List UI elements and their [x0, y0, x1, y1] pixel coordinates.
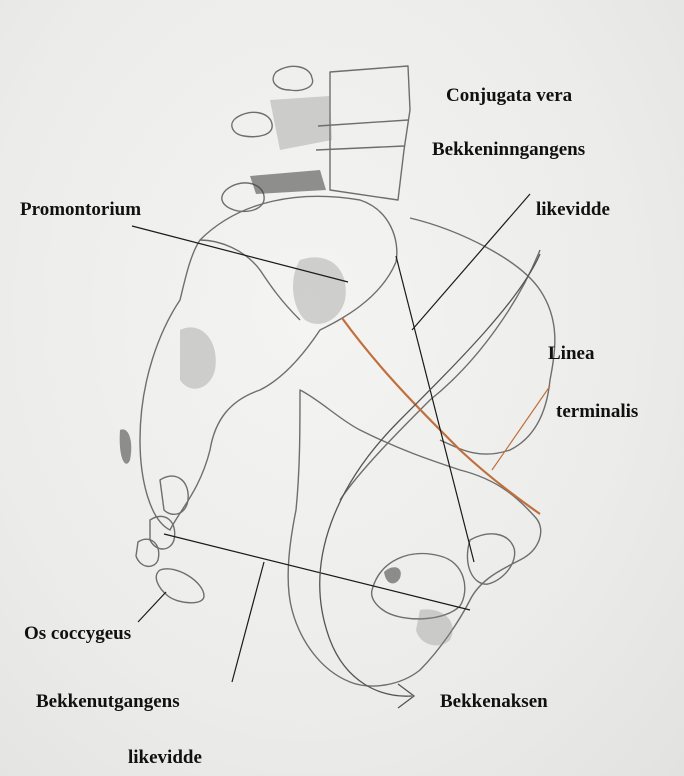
label-os-coccygeus: Os coccygeus — [24, 624, 131, 643]
os-coccygeus-leader — [138, 592, 166, 622]
label-bekkenaksen: Bekkenaksen — [440, 692, 548, 711]
conjugata-vera-line — [396, 256, 474, 562]
bekkenutgangens-leader — [232, 562, 264, 682]
label-bekkeninngangens: Bekkeninngangens — [432, 140, 585, 159]
bekkeninngangens-leader — [412, 194, 530, 330]
coccyx — [136, 476, 204, 603]
label-bekkenutgangens: Bekkenutgangens — [36, 692, 180, 711]
label-likevidde-inlet: likevidde — [536, 200, 610, 219]
label-promontorium: Promontorium — [20, 200, 141, 219]
label-terminalis: terminalis — [556, 402, 638, 421]
label-conjugata-vera: Conjugata vera — [446, 86, 572, 105]
lumbar-vertebra — [222, 66, 410, 211]
label-linea: Linea — [548, 344, 594, 363]
linea-terminalis-leader — [492, 386, 550, 470]
linea-terminalis-line — [342, 318, 540, 514]
bekkenutgangens-line — [164, 534, 470, 610]
promontorium-leader — [132, 226, 348, 282]
label-likevidde-outlet: likevidde — [128, 748, 202, 767]
